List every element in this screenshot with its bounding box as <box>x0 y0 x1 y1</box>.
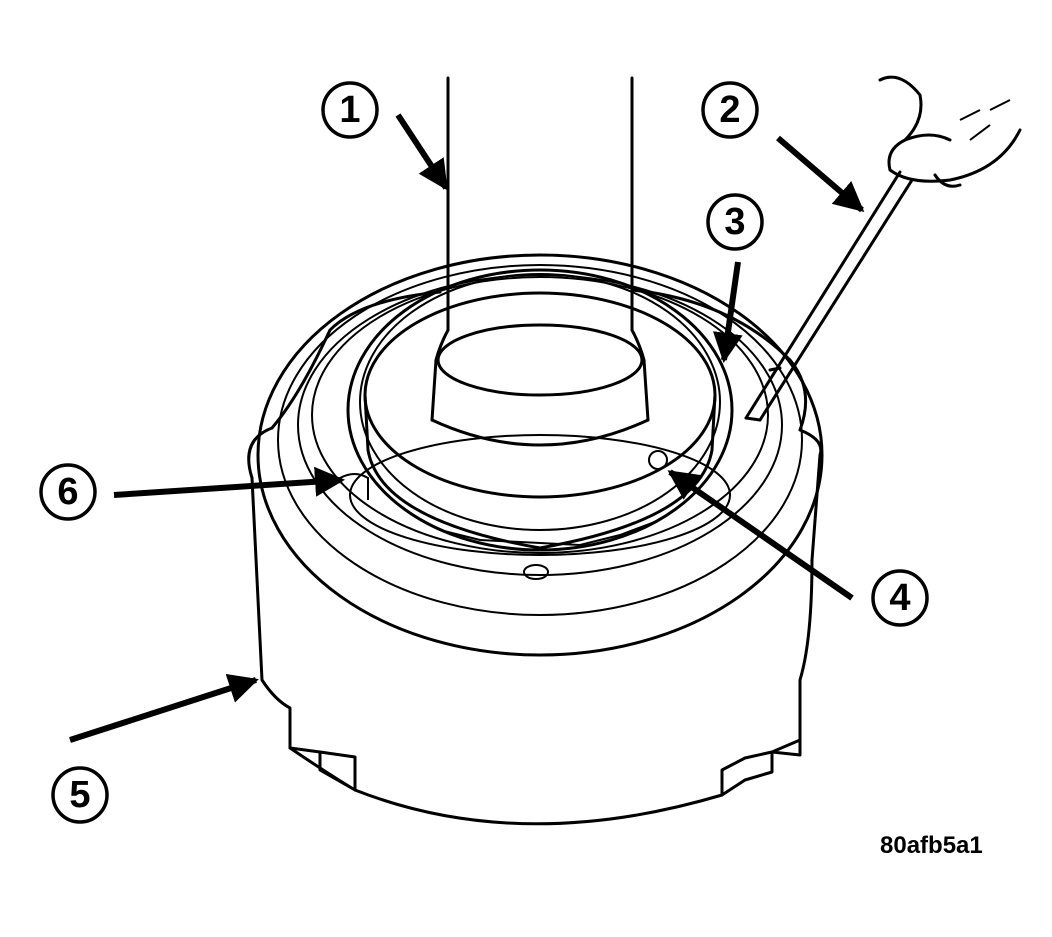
figure-id: 80afb5a1 <box>880 832 983 859</box>
callout-4-label: 4 <box>889 577 910 619</box>
leader-arrows <box>69 113 865 743</box>
callout-2: 2 <box>701 81 759 139</box>
installer-tool-shaft <box>430 76 650 447</box>
callout-5: 5 <box>51 766 109 824</box>
arrow-1 <box>395 113 449 191</box>
callout-2-label: 2 <box>719 89 740 131</box>
arrow-2 <box>776 135 865 213</box>
callout-3-label: 3 <box>724 201 745 243</box>
callout-1-label: 1 <box>339 89 360 131</box>
arrow-3 <box>712 261 743 363</box>
callout-6-label: 6 <box>57 471 78 513</box>
arrow-5 <box>69 674 259 743</box>
arrow-6 <box>113 466 345 498</box>
screwdriver-and-hand <box>744 75 1022 422</box>
housing-body <box>247 253 824 826</box>
callout-1: 1 <box>321 81 379 139</box>
callout-3: 3 <box>706 193 764 251</box>
callout-4: 4 <box>871 569 929 627</box>
arrow-4 <box>667 469 854 601</box>
callout-6: 6 <box>39 463 97 521</box>
callout-5-label: 5 <box>69 774 90 816</box>
